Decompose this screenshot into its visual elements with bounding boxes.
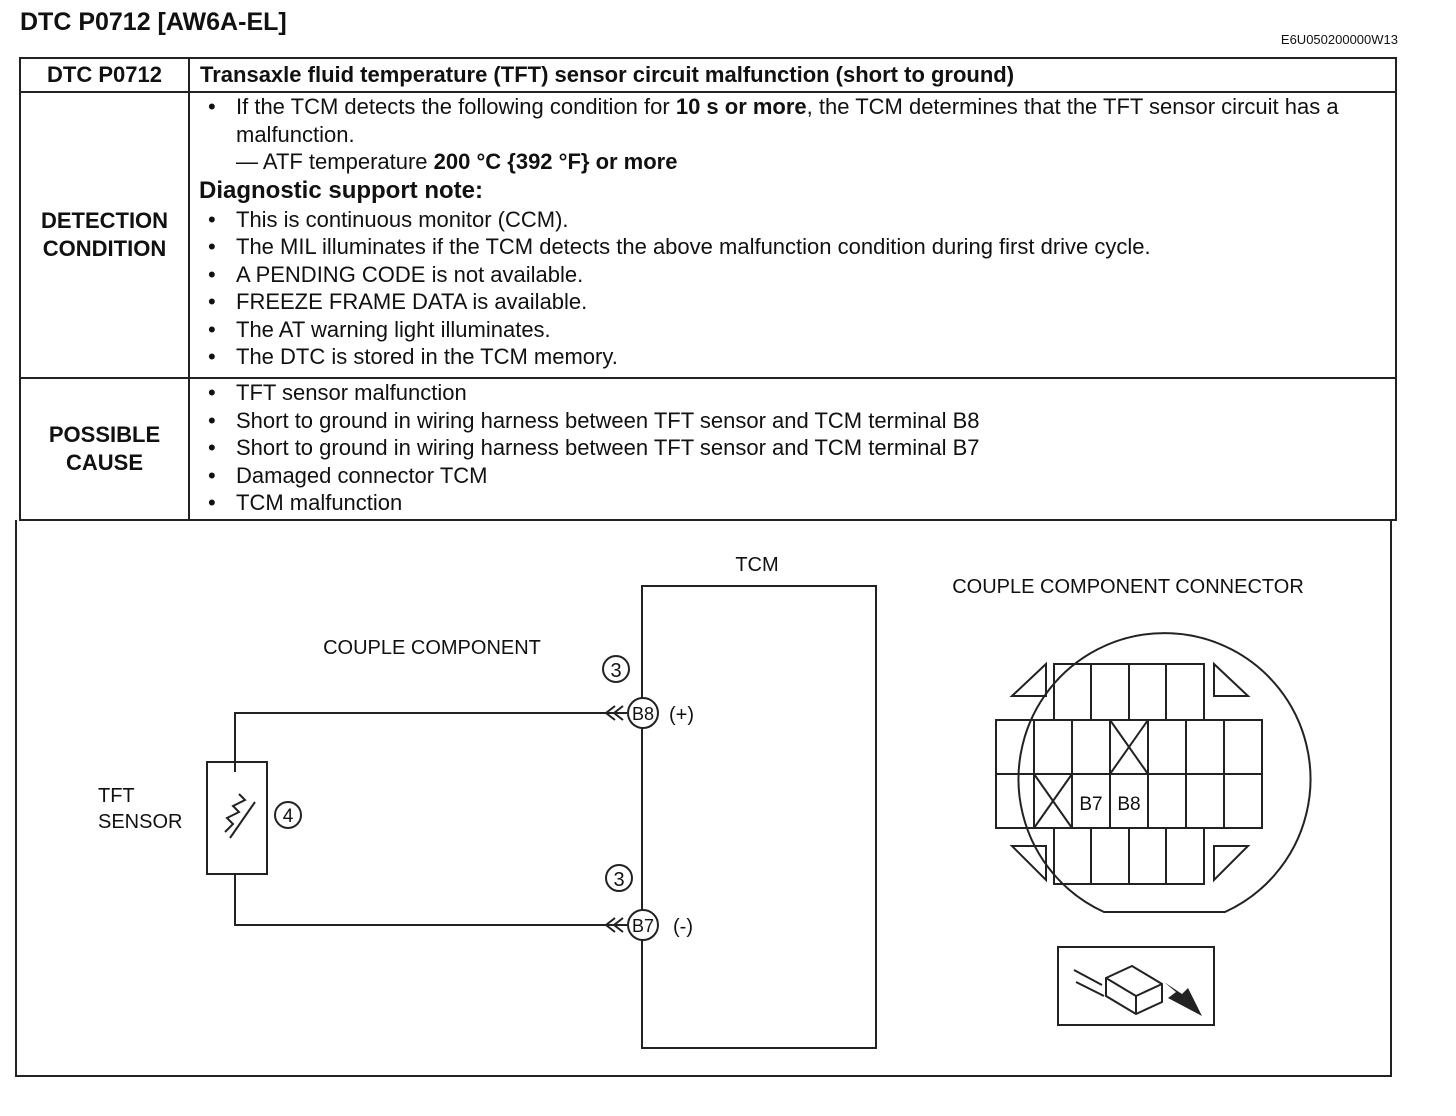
connector-key-bl [1009, 845, 1047, 883]
connector-pin-b7-label: B7 [1079, 794, 1102, 815]
list-item: The AT warning light illuminates. [190, 316, 1395, 344]
wire-harness-icon [1073, 969, 1105, 997]
possible-cause-list: TFT sensor malfunction Short to ground i… [190, 379, 1395, 517]
dtc-table: DTC P0712 Transaxle fluid temperature (T… [19, 57, 1397, 521]
intro-text: If the TCM detects the following conditi… [236, 94, 676, 119]
connector-face-outline [1017, 632, 1312, 913]
wiring-diagram: TCM COUPLE COMPONENT COUPLE COMPONENT CO… [98, 554, 1312, 1049]
detection-condition-label: DETECTION CONDITION [19, 91, 190, 379]
possible-cause-cell: TFT sensor malfunction Short to ground i… [188, 377, 1397, 521]
callout-3-top-icon [602, 655, 630, 683]
list-item: If the TCM detects the following conditi… [190, 93, 1395, 148]
terminal-b8-polarity: (+) [669, 704, 694, 726]
connector-pin-b8-label: B8 [1117, 794, 1140, 815]
sensor-label-line2: SENSOR [98, 811, 182, 833]
connector-key-tr [1213, 661, 1251, 697]
document-code: E6U050200000W13 [1280, 32, 1398, 47]
intro-bold-text: 10 s or more [675, 94, 807, 119]
terminal-b8-label: B8 [632, 704, 654, 724]
callout-3-top-number: 3 [610, 660, 621, 682]
callout-3-bottom-number: 3 [613, 869, 624, 891]
list-item: A PENDING CODE is not available. [190, 261, 1395, 289]
connector-arrow-b8 [604, 705, 616, 721]
sub-condition-text: — ATF temperature [236, 149, 434, 174]
wire-b7 [234, 873, 627, 926]
tcm-box [641, 585, 877, 1049]
list-item: Short to ground in wiring harness betwee… [190, 407, 1395, 435]
list-item: TFT sensor malfunction [190, 379, 1395, 407]
terminal-b7-label: B7 [632, 916, 654, 936]
sub-condition: — ATF temperature 200 °C {392 °F} or mor… [190, 148, 1395, 176]
thermistor-zigzag [224, 793, 247, 833]
list-item: FREEZE FRAME DATA is available. [190, 288, 1395, 316]
callout-4-icon [274, 801, 302, 829]
connector-view-icon [1057, 946, 1215, 1026]
tcm-label: TCM [735, 554, 778, 576]
possible-cause-label: POSSIBLE CAUSE [19, 377, 190, 521]
terminal-b8-circle [627, 697, 659, 729]
intro-text-end: , the TCM determines that the TFT sensor… [236, 94, 1339, 147]
sensor-label-line1: TFT [98, 785, 135, 807]
connector-arrow-b7 [604, 917, 616, 933]
page-title: DTC P0712 [AW6A-EL] [20, 8, 287, 36]
dtc-code-cell: DTC P0712 [19, 57, 190, 93]
connector-key-tl [1009, 661, 1047, 697]
cause-label-text: POSSIBLE CAUSE [48, 422, 161, 475]
callout-4-number: 4 [283, 806, 294, 827]
dtc-description-cell: Transaxle fluid temperature (TFT) sensor… [188, 57, 1397, 93]
list-item: TCM malfunction [190, 489, 1395, 517]
list-item: The DTC is stored in the TCM memory. [190, 343, 1395, 371]
connector-label: COUPLE COMPONENT CONNECTOR [952, 576, 1304, 598]
detection-label-text: DETECTION CONDITION [40, 208, 169, 261]
connector-key-br [1213, 845, 1251, 883]
wire-b8 [234, 712, 627, 772]
terminal-b7-polarity: (-) [673, 916, 693, 938]
list-item: The MIL illuminates if the TCM detects t… [190, 233, 1395, 261]
thermistor-arrow-line [229, 801, 256, 839]
wiring-diagram-panel: TCM COUPLE COMPONENT COUPLE COMPONENT CO… [15, 520, 1392, 1077]
list-item: Damaged connector TCM [190, 462, 1395, 490]
table-row-cause: POSSIBLE CAUSE TFT sensor malfunction Sh… [19, 377, 1397, 521]
list-item: This is continuous monitor (CCM). [190, 206, 1395, 234]
table-row-header: DTC P0712 Transaxle fluid temperature (T… [19, 57, 1397, 93]
diagnostic-note-heading: Diagnostic support note: [199, 176, 483, 204]
callout-3-bottom-icon [605, 864, 633, 892]
sub-condition-bold: 200 °C {392 °F} or more [433, 149, 678, 174]
table-row-detection: DETECTION CONDITION If the TCM detects t… [19, 91, 1397, 379]
list-item: Short to ground in wiring harness betwee… [190, 434, 1395, 462]
tft-sensor-symbol [206, 761, 268, 875]
terminal-b7-circle [627, 909, 659, 941]
diagnostic-notes-list: This is continuous monitor (CCM). The MI… [190, 206, 1395, 371]
couple-component-label: COUPLE COMPONENT [323, 637, 541, 659]
detection-condition-cell: If the TCM detects the following conditi… [188, 91, 1397, 379]
detection-intro-list: If the TCM detects the following conditi… [190, 93, 1395, 148]
insertion-arrow-icon [1164, 982, 1202, 1016]
